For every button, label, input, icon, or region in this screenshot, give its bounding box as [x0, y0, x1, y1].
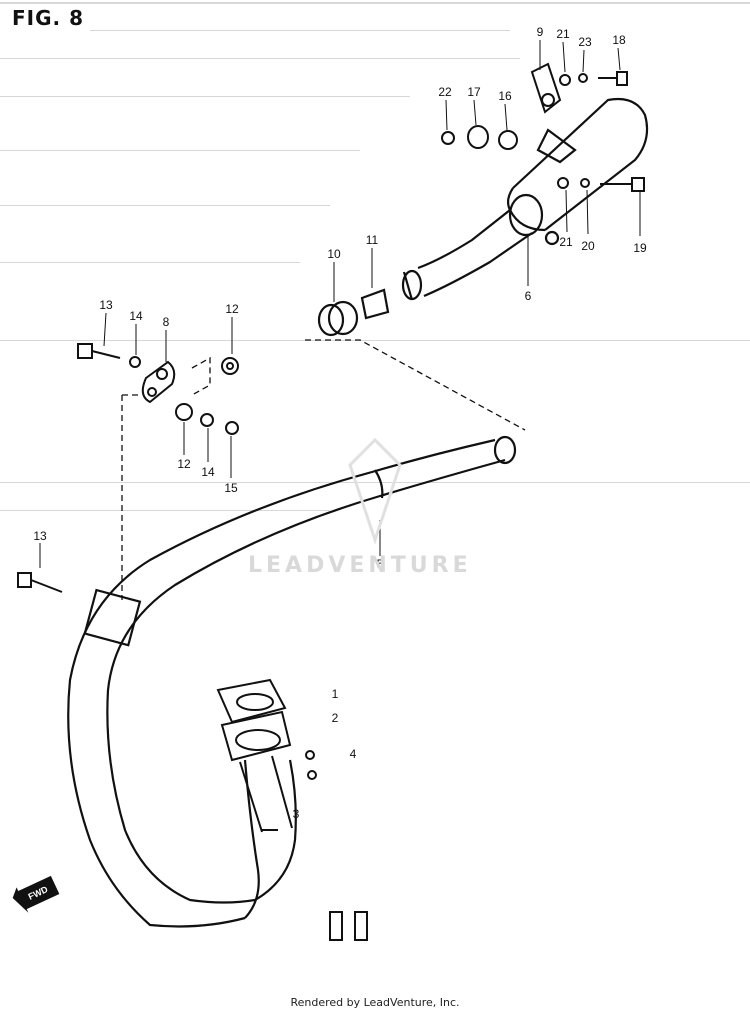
fwd-arrow-icon	[12, 875, 60, 913]
callout-20: 20	[581, 239, 595, 253]
callout-19: 19	[633, 241, 647, 255]
render-credit: Rendered by LeadVenture, Inc.	[290, 996, 460, 1009]
callout-3: 3	[292, 807, 300, 821]
callout-23: 23	[578, 35, 592, 49]
leader-lines	[121, 339, 526, 600]
callout-13-lower: 13	[33, 529, 47, 543]
callout-6: 6	[524, 289, 532, 303]
callout-14-lower: 14	[201, 465, 215, 479]
callout-8: 8	[162, 315, 170, 329]
callout-17: 17	[467, 85, 481, 99]
watermark-text: LEADVENTURE	[248, 553, 472, 578]
exhaust-pipe	[67, 435, 517, 928]
callout-12-upper: 12	[225, 302, 239, 316]
mount-hardware	[17, 343, 239, 593]
muffler-bracket	[441, 62, 645, 192]
callout-9: 9	[536, 25, 544, 39]
exhaust-flange	[216, 678, 368, 941]
callout-1: 1	[331, 687, 339, 701]
callout-2: 2	[331, 711, 339, 725]
callout-5: 5	[376, 557, 384, 571]
muffler	[401, 97, 649, 301]
callout-16: 16	[498, 89, 512, 103]
scan-noise	[0, 2, 750, 511]
callout-4: 4	[349, 747, 357, 761]
watermark-emblem	[348, 437, 402, 545]
callout-22: 22	[438, 85, 452, 99]
callout-pointers	[39, 40, 641, 568]
figure-title: FIG. 8	[12, 6, 84, 30]
callout-12-lower: 12	[177, 457, 191, 471]
callout-15: 15	[224, 481, 238, 495]
callout-11: 11	[365, 233, 379, 247]
connector-parts	[317, 288, 390, 337]
callout-18: 18	[612, 33, 626, 47]
callout-10: 10	[327, 247, 341, 261]
callout-21: 21	[556, 27, 570, 41]
callout-14-upper: 14	[129, 309, 143, 323]
callout-21-lower: 21	[559, 235, 573, 249]
callout-13-upper: 13	[99, 298, 113, 312]
